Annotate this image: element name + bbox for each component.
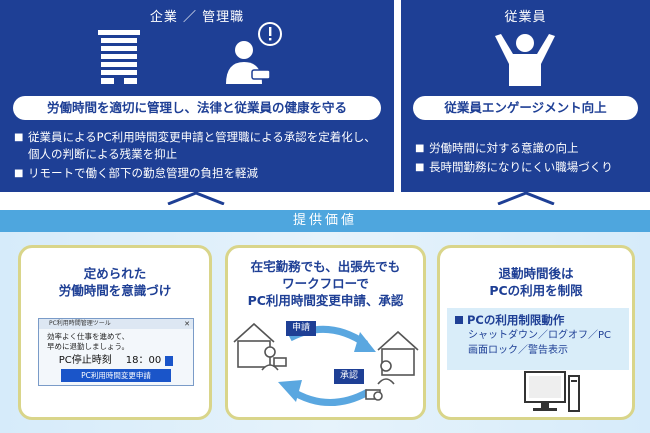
employee-bullet: ■ 長時間勤務になりにくい職場づくり	[415, 159, 645, 176]
value-card-awareness: 定められた 労働時間を意識づけ PC利用時間管理ツール ✕ 効率よく仕事を進めて…	[18, 245, 212, 420]
employee-bullet-text: 労働時間に対する意識の向上	[429, 141, 579, 155]
card-title-line: 労働時間を意識づけ	[58, 283, 172, 298]
dialog-message-line: 効率よく仕事を進めて、	[47, 332, 130, 341]
card-title-line: PCの利用を制限	[489, 283, 583, 298]
stop-time-label: PC停止時刻	[58, 355, 112, 366]
restriction-line: シャットダウン／ログオフ／PC	[468, 330, 612, 341]
company-title: 企業 ／ 管理職	[149, 10, 245, 25]
card-title-line: 在宅勤務でも、出張先でも	[250, 259, 401, 274]
chevron-up-icon	[167, 191, 225, 205]
company-bullet: ■ リモートで働く部下の勤怠管理の負担を軽減	[14, 165, 386, 182]
square-bullet-icon	[455, 316, 463, 324]
card-title-line: 退勤時間後は	[498, 266, 574, 281]
remote-worker-icon	[365, 330, 419, 400]
company-bullet-list: ■ 従業員によるPC利用時間変更申請と管理職による承認を定着化し、個人の判断によ…	[14, 129, 386, 184]
pc-stop-dialog: PC利用時間管理ツール ✕ 効率よく仕事を進めて、 早めに退勤しましょう。 PC…	[38, 318, 194, 386]
employee-title: 従業員	[504, 10, 547, 25]
card-title-line: PC利用時間変更申請、承認	[247, 293, 404, 308]
company-goal-pill: 労働時間を適切に管理し、法律と従業員の健康を守る	[13, 96, 381, 120]
value-card-restriction: 退勤時間後は PCの利用を制限 PCの利用制限動作 シャットダウン／ログオフ／P…	[437, 245, 635, 420]
employee-goal-pill: 従業員エンゲージメント向上	[413, 96, 638, 120]
time-picker-icon[interactable]	[165, 356, 174, 366]
chevron-up-icon	[497, 191, 555, 205]
employee-panel: 従業員 従業員エンゲージメント向上 ■ 労働時間に対する意識の向上 ■ 長時間勤…	[401, 0, 650, 192]
card-title-line: 定められた	[83, 266, 147, 281]
square-bullet-icon: ■	[14, 168, 24, 179]
stop-time-value: 18：00	[125, 355, 162, 366]
company-bullet: ■ 従業員によるPC利用時間変更申請と管理職による承認を定着化し、個人の判断によ…	[14, 129, 386, 163]
restriction-box-title: PCの利用制限動作	[447, 308, 629, 328]
dialog-message-line: 早めに退勤しましょう。	[47, 342, 130, 351]
value-section-header: 提供価値	[0, 210, 650, 232]
restriction-line: 画面ロック／警告表示	[468, 345, 568, 356]
employee-bullet-list: ■ 労働時間に対する意識の向上 ■ 長時間勤務になりにくい職場づくり	[415, 140, 645, 178]
cheering-person-icon	[495, 34, 555, 86]
value-card-workflow: 在宅勤務でも、出張先でも ワークフローで PC利用時間変更申請、承認 申請	[225, 245, 426, 420]
company-panel: 企業 ／ 管理職 労働時間を適切に管理し、法律と従業員の健康を守る ■ 従業員に…	[0, 0, 394, 192]
dialog-body: 効率よく仕事を進めて、 早めに退勤しましょう。 PC停止時刻 18：00 PC利…	[39, 329, 193, 385]
stop-time-row: PC停止時刻 18：00	[47, 356, 185, 366]
home-worker-icon	[233, 322, 287, 371]
building-icon	[98, 30, 140, 86]
square-bullet-icon: ■	[14, 132, 24, 143]
request-tag: 申請	[286, 321, 317, 336]
close-icon[interactable]: ✕	[184, 320, 190, 328]
approve-tag: 承認	[334, 369, 365, 384]
manager-icon	[226, 22, 282, 84]
dialog-titlebar: PC利用時間管理ツール ✕	[39, 319, 193, 329]
workflow-cycle-diagram	[233, 322, 419, 406]
change-request-button[interactable]: PC利用時間変更申請	[61, 369, 171, 382]
card-title-line: ワークフローで	[282, 276, 369, 291]
approver-icon	[373, 391, 383, 401]
company-bullet-text: 従業員によるPC利用時間変更申請と管理職による承認を定着化し、個人の判断による残…	[28, 130, 376, 161]
restriction-description: シャットダウン／ログオフ／PC 画面ロック／警告表示	[447, 328, 629, 358]
company-bullet-text: リモートで働く部下の勤怠管理の負担を軽減	[28, 166, 258, 180]
square-bullet-icon: ■	[415, 162, 425, 173]
dialog-title: PC利用時間管理ツール	[49, 320, 111, 327]
employee-bullet: ■ 労働時間に対する意識の向上	[415, 140, 645, 157]
restriction-box: PCの利用制限動作 シャットダウン／ログオフ／PC 画面ロック／警告表示	[447, 308, 629, 370]
square-bullet-icon: ■	[415, 143, 425, 154]
desktop-pc-icon	[524, 371, 580, 412]
employee-bullet-text: 長時間勤務になりにくい職場づくり	[429, 160, 613, 174]
